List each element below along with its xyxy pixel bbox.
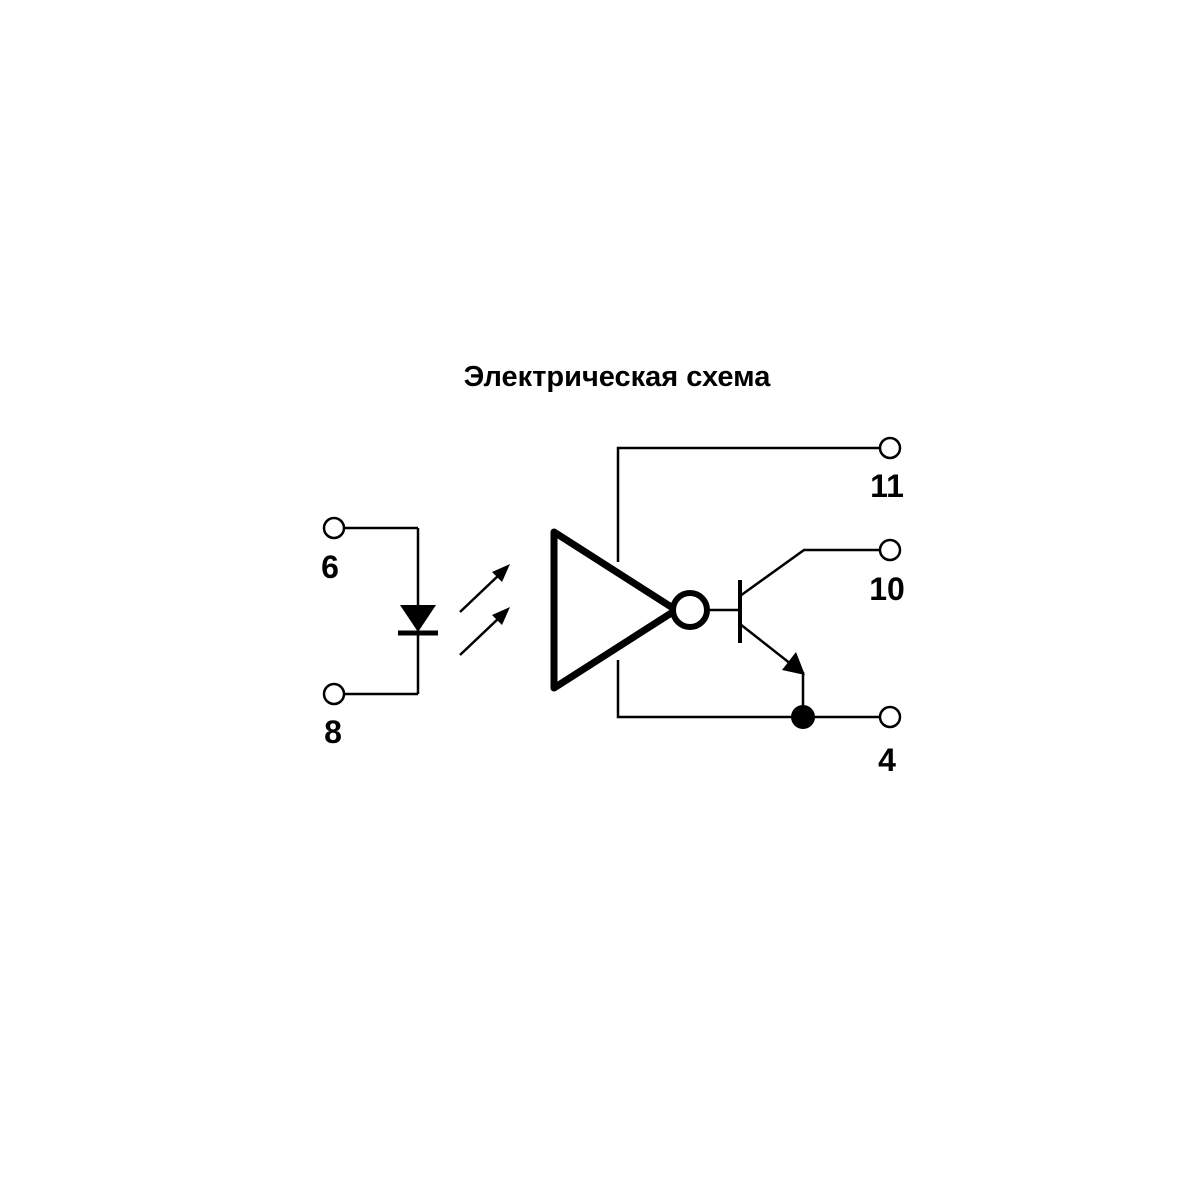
pin-11-terminal bbox=[878, 436, 902, 460]
inverter-bubble-icon bbox=[670, 590, 710, 630]
inverter-triangle-icon bbox=[550, 528, 680, 692]
pin-6-terminal bbox=[322, 516, 346, 540]
pin-10-terminal bbox=[878, 538, 902, 562]
transistor-icon bbox=[707, 548, 880, 717]
pin-8-label: 8 bbox=[324, 714, 342, 750]
pin-4-label: 4 bbox=[878, 742, 896, 778]
emitter-arrow-icon bbox=[782, 652, 805, 675]
junction-dot bbox=[791, 705, 815, 729]
pin-8-terminal bbox=[322, 682, 346, 706]
light-emission-arrows-icon bbox=[459, 564, 510, 656]
led-diode-icon bbox=[400, 605, 436, 632]
pin-11-label: 11 bbox=[870, 468, 904, 504]
pin-6-label: 6 bbox=[321, 549, 339, 585]
diagram-title: Электрическая схема bbox=[464, 361, 772, 393]
pin-10-label: 10 bbox=[869, 571, 905, 607]
pin-4-terminal bbox=[878, 705, 902, 729]
supply-wires bbox=[616, 446, 880, 719]
